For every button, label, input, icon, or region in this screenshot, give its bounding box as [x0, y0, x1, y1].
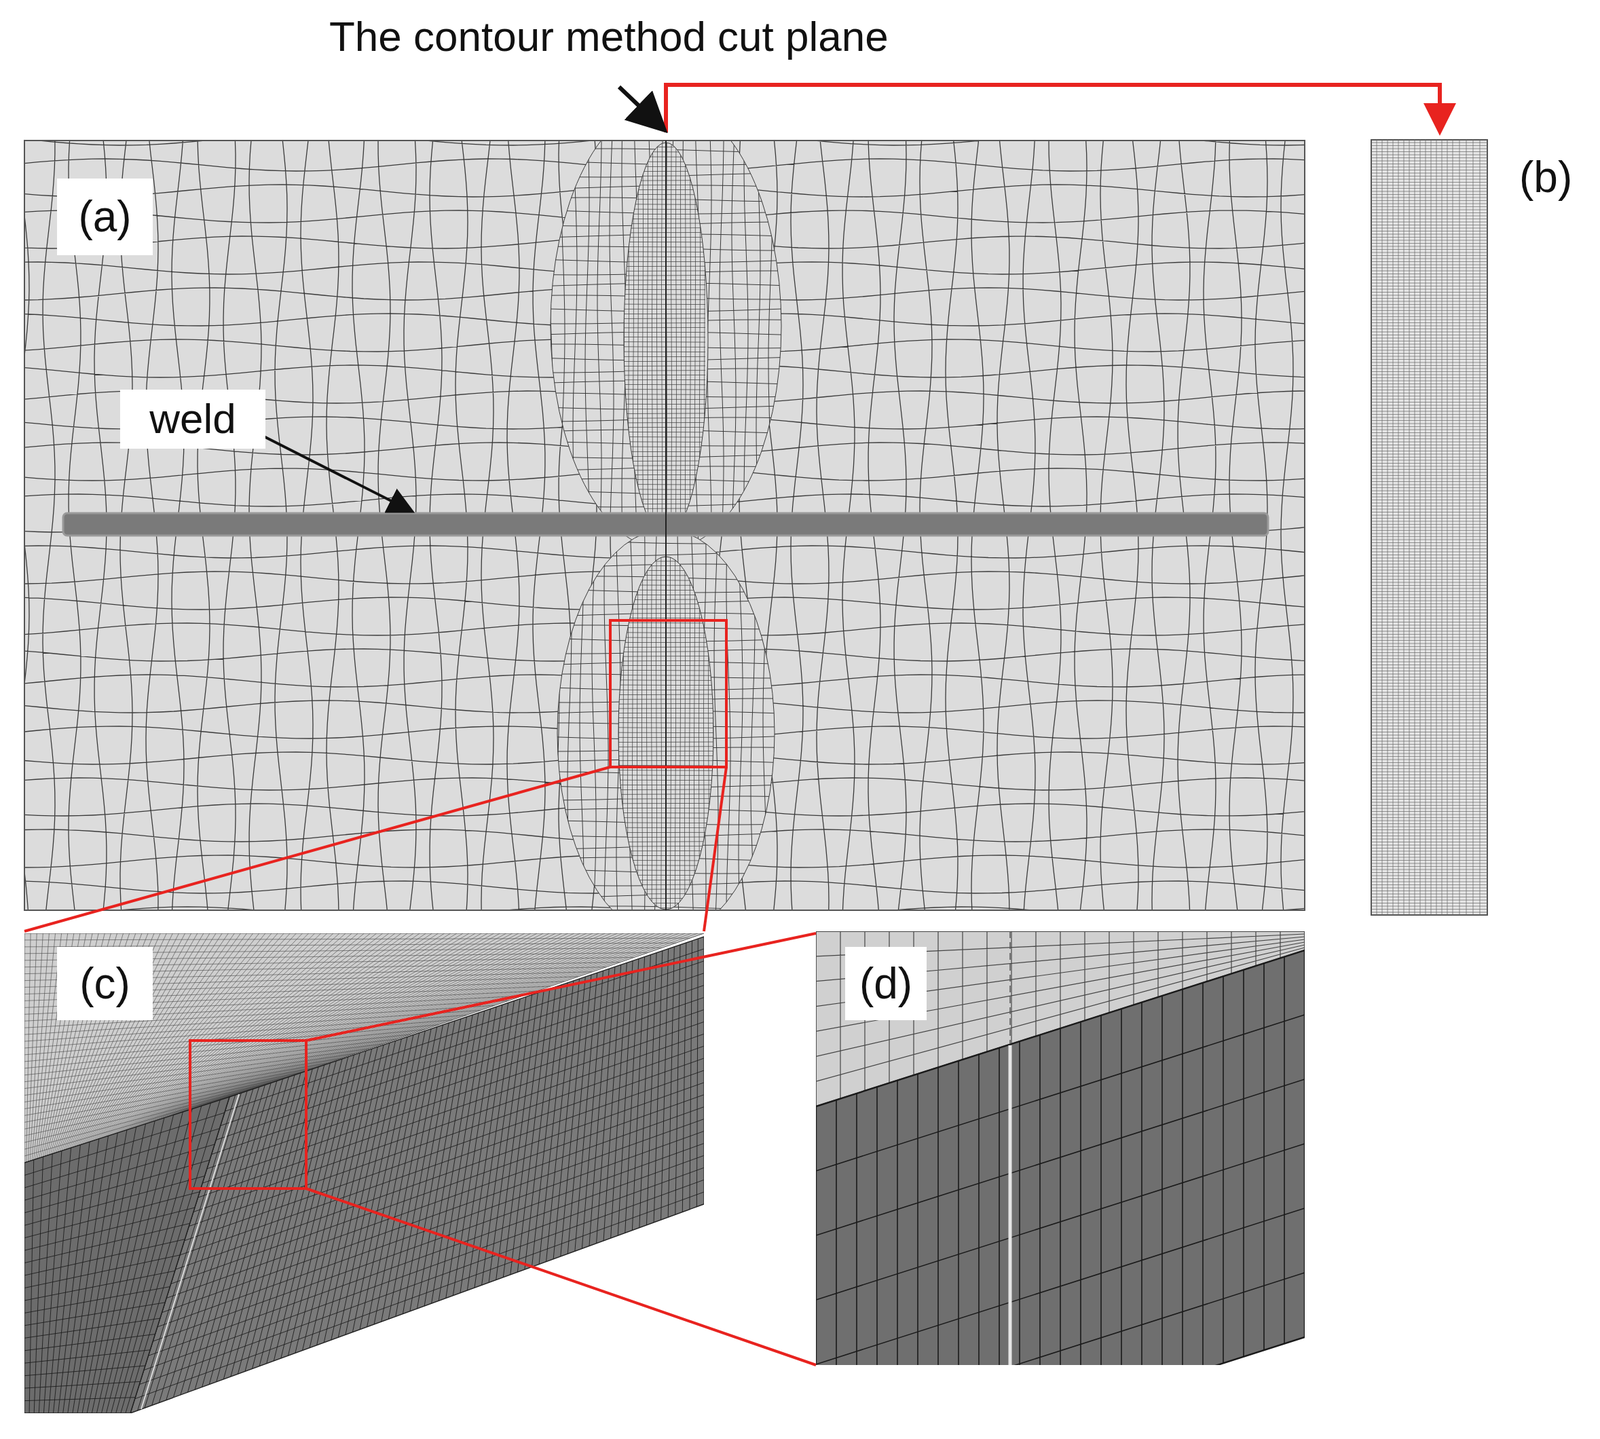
panel-label: (d): [845, 946, 927, 1021]
panel-label: (b): [1519, 153, 1573, 201]
block: [815, 931, 1305, 1366]
panel-ground: [1371, 139, 1488, 916]
refined-zone: [548, 140, 782, 550]
zoom-line: [24, 767, 611, 932]
panel-ground: [24, 140, 1305, 911]
panel-a-mesh: [0, 99, 1328, 937]
block-face: [130, 936, 704, 1414]
panel-label: (a): [57, 178, 153, 256]
mesh-grid: [623, 142, 706, 537]
block: [24, 933, 704, 1414]
zoom-line: [703, 767, 727, 932]
panel-b-mesh: [1371, 139, 1488, 916]
mesh-grid: [548, 140, 782, 550]
block-face: [24, 1096, 230, 1414]
part-label: weld: [120, 389, 266, 449]
zoom-box: [610, 620, 727, 768]
figure-title: The contour method cut plane: [329, 13, 889, 60]
panel-border: [24, 140, 1305, 911]
mesh-line: [548, 140, 782, 550]
cut-line: [1009, 931, 1011, 1045]
mesh-line: [135, 938, 704, 1411]
mesh-grid: [555, 527, 775, 911]
zoom-line: [306, 933, 816, 1041]
annotations: [24, 84, 1440, 1366]
zoom-line: [306, 1188, 816, 1366]
mesh-line: [623, 142, 706, 537]
cut-line: [665, 140, 667, 911]
mesh-line: [24, 1099, 225, 1414]
transfer-arrow: [665, 84, 1440, 133]
panel-label: (c): [57, 946, 153, 1021]
mesh-line: [1371, 139, 1488, 916]
mesh-grid: [24, 140, 1305, 911]
mesh-line: [24, 140, 1305, 911]
leader-arrow: [619, 86, 662, 128]
panel-c-block: [24, 933, 704, 1414]
cut-slit: [1008, 1045, 1013, 1366]
refined-zone: [555, 527, 775, 911]
mesh-line: [555, 527, 775, 911]
zoom-box: [190, 1040, 307, 1189]
leader-arrow: [254, 431, 411, 511]
panel-d-block: [815, 931, 1305, 1439]
